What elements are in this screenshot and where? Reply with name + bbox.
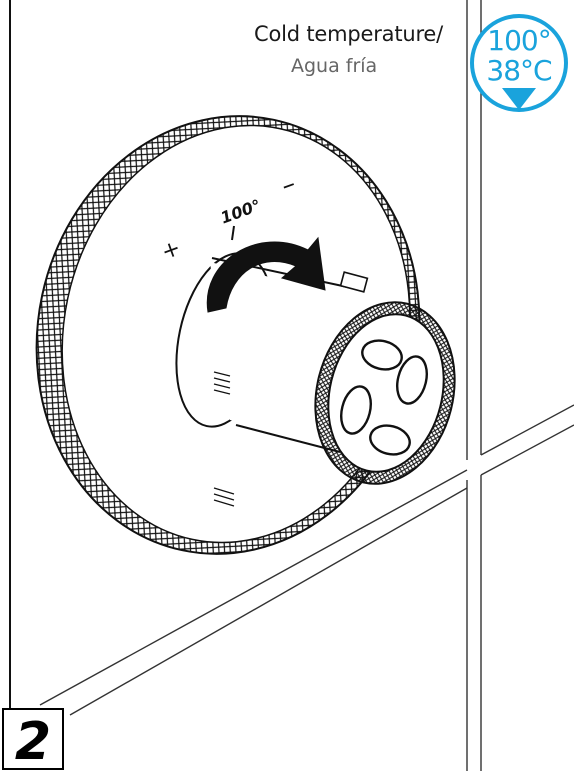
brand-logo: [213, 487, 235, 507]
badge-top-value: 100°: [487, 24, 551, 57]
instruction-title: Cold temperature/: [254, 22, 444, 46]
step-number: 2: [14, 712, 52, 771]
temperature-knob: [314, 301, 456, 485]
rotation-arrow-icon: [206, 236, 326, 313]
temperature-badge: 100° 38°C: [470, 14, 568, 112]
instruction-subtitle: Agua fría: [291, 55, 378, 77]
indicator-tick: [231, 225, 235, 241]
down-arrow-icon: [502, 88, 536, 110]
badge-bottom-value: 38°C: [486, 54, 552, 87]
step-number-box: 2: [2, 708, 64, 771]
